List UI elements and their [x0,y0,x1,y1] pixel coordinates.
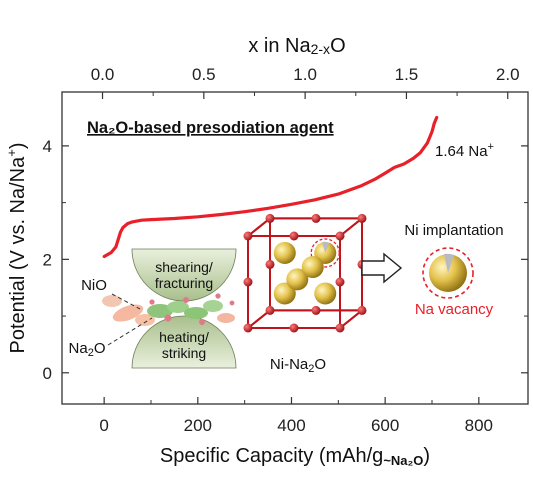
y-tick-label: 4 [43,137,52,156]
label-ni-implantation: Ni implantation [404,222,503,239]
y-axis-ticks: 0 2 4 [43,137,528,383]
crystal-structure [243,213,367,333]
y-tick-label: 2 [43,250,52,269]
sodium-atom [273,282,296,305]
oxygen-atom [265,305,275,315]
mechanochemical-schematic: NiO Na2O shearing/ fracturing heating/ s… [69,248,237,369]
top-tick-label: 1.0 [293,65,317,84]
top-tick-label: 2.0 [496,65,520,84]
nickel-atom [322,241,330,253]
vacancy-ring [422,247,474,299]
label-na2o: Na2O [69,340,106,359]
x-tick-label: 400 [277,416,305,435]
oxygen-atom [357,213,367,223]
label-fracturing: fracturing [155,275,213,291]
potential-curve-line [102,115,439,259]
oxygen-atom [243,323,253,333]
top-axis-title: x in Na2-xO [248,35,345,57]
label-heating: heating/ [159,329,209,345]
oxygen-atom [265,259,275,269]
sodium-atom [314,241,337,264]
nio-pointer [111,293,141,310]
bond-line [339,217,363,237]
oxygen-atom [243,277,253,287]
sodium-atom [273,241,296,264]
sodium-atom [314,282,337,305]
oxygen-atom [357,305,367,315]
oxygen-atom [335,323,345,333]
top-tick-label: 0.0 [91,65,115,84]
x-axis-ticks: 0 200 400 600 800 [99,397,493,435]
oxygen-atom [335,231,345,241]
label-nio: NiO [81,277,107,294]
x-tick-label: 600 [371,416,399,435]
oxygen-atom [243,231,253,241]
y-axis-title: Potential (V vs. Na/Na+) [4,142,29,353]
sodium-atom [301,256,324,279]
x-tick-label: 800 [465,416,493,435]
arrow-icon [361,252,403,284]
top-tick-label: 0.5 [192,65,216,84]
top-tick-label: 1.5 [395,65,419,84]
oxygen-atom [311,305,321,315]
oxygen-atom [311,213,321,223]
oxygen-atom [289,231,299,241]
x-tick-label: 0 [99,416,108,435]
bond-line [247,309,271,329]
x-tick-label: 200 [184,416,212,435]
label-striking: striking [162,345,206,361]
bond-line [247,217,271,237]
oxygen-atom [289,323,299,333]
label-ni-na2o: Ni-Na2O [270,356,326,375]
top-axis-ticks: 0.0 0.5 1.0 1.5 2.0 [91,65,520,99]
label-na-vacancy: Na vacancy [415,301,494,318]
oxygen-atom [335,277,345,287]
annotation-title: Na₂O-based presodiation agent [87,119,334,137]
powder-particles [102,293,235,326]
y-tick-label: 0 [43,364,52,383]
label-shearing: shearing/ [155,259,213,275]
na2o-pointer [107,317,153,346]
plot-frame [61,91,529,405]
bond-line [339,309,363,329]
vacancy-marker [310,238,340,268]
sodium-atom [286,268,309,291]
annotation-end-label: 1.64 Na+ [435,141,494,160]
nickel-wedge-icon [444,253,454,273]
x-axis-title: Specific Capacity (mAh/g~Na₂O) [160,445,430,468]
oxygen-atom [265,213,275,223]
